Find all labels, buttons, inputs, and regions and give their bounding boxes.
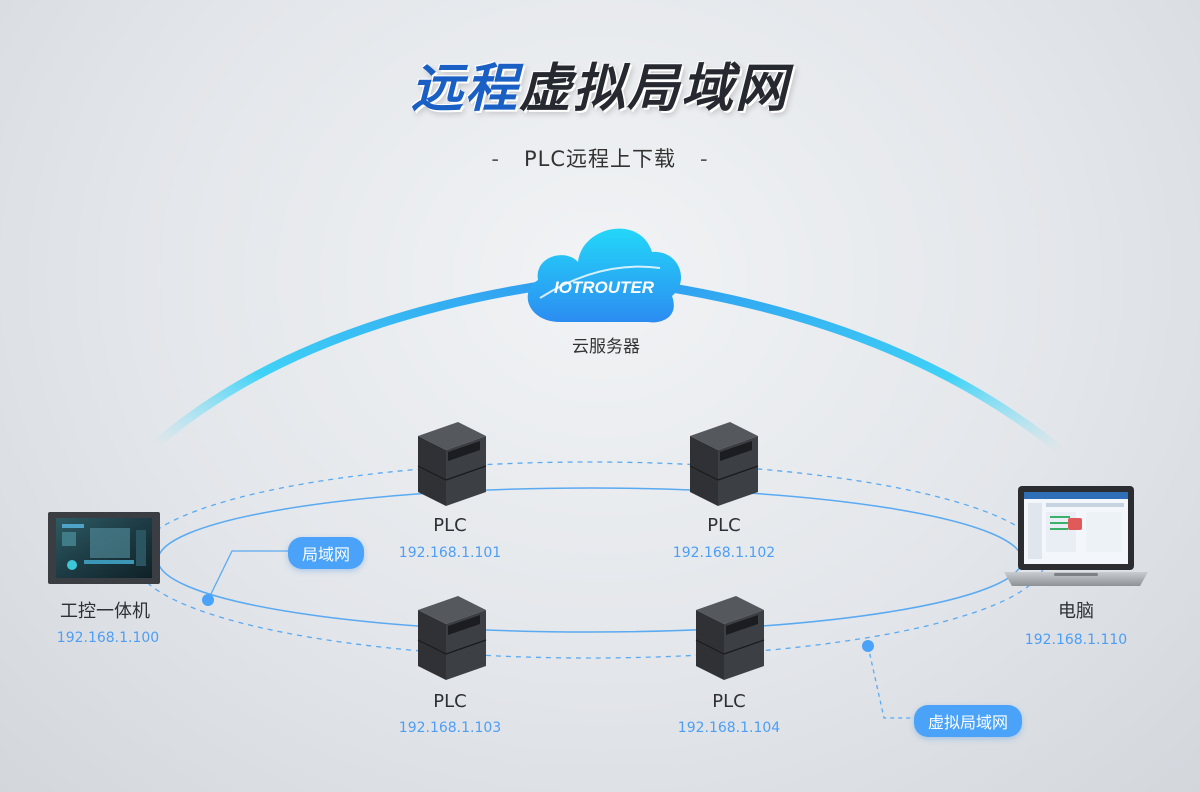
vlan-badge: 虚拟局域网 [914,705,1023,737]
vlan-ring [134,461,1046,659]
vlan-connector [867,645,918,719]
lan-connector [207,550,292,601]
plc-4-icon [695,596,765,680]
plc-3-ip: 192.168.1.103 [398,720,502,736]
vlan-node-dot [862,640,874,652]
page-subtitle: -PLC远程上下载- [491,147,709,171]
hmi-panel-icon [48,512,160,584]
plc-3-icon [417,596,487,680]
cloud-logo: IOTROUTER [554,278,655,297]
plc-2-icon [689,422,759,506]
cloud-server-icon: IOTROUTER [527,228,682,323]
title-highlight: 远程 [410,59,519,119]
plc-4-ip: 192.168.1.104 [677,720,781,736]
plc-4-name: PLC [712,691,746,712]
plc-1-icon [417,422,487,506]
plc-1-ip: 192.168.1.101 [398,545,502,561]
laptop-icon [1004,486,1148,586]
cloud-arc-right [635,278,1065,455]
subtitle-text: PLC远程上下载 [523,147,677,171]
plc-1-name: PLC [433,515,467,536]
plc-2-name: PLC [707,515,741,536]
plc-2-ip: 192.168.1.102 [672,545,776,561]
lan-badge: 局域网 [288,537,365,569]
cloud-arc-left [150,278,565,450]
hmi-ip: 192.168.1.100 [56,630,160,646]
pc-ip: 192.168.1.110 [1024,632,1128,648]
lan-node-dot [202,594,214,606]
title-main: 虚拟局域网 [519,59,790,119]
plc-3-name: PLC [433,691,467,712]
lan-ring [157,487,1023,633]
page-title: 远程虚拟局域网 [0,46,1200,121]
hmi-name: 工控一体机 [60,601,150,622]
cloud-server-label: 云服务器 [572,337,640,357]
pc-name: 电脑 [1058,601,1094,622]
